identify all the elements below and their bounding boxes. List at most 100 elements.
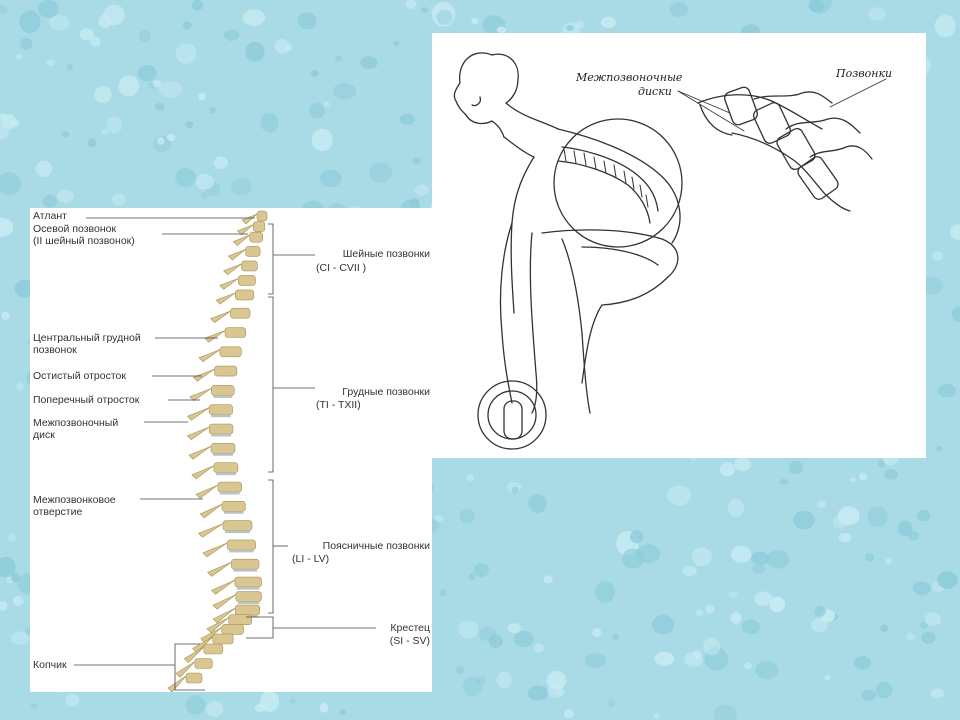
- water-drop: [630, 530, 644, 544]
- intervertebral-disc: [223, 511, 244, 514]
- vertebra-body: [208, 423, 234, 435]
- spinous-process: [189, 388, 212, 402]
- water-drop: [919, 622, 928, 630]
- water-drop: [849, 477, 857, 483]
- water-drop: [566, 25, 574, 31]
- water-drop: [704, 647, 729, 671]
- water-drop: [734, 457, 752, 472]
- spinous-process: [195, 484, 219, 499]
- water-drop: [57, 189, 74, 203]
- water-drop: [213, 156, 228, 169]
- water-drop: [600, 16, 616, 28]
- water-drop: [311, 69, 319, 77]
- vertebra-body: [221, 500, 246, 512]
- spinous-process: [188, 446, 212, 460]
- water-drop: [533, 643, 544, 653]
- water-drop: [751, 564, 766, 575]
- water-drop: [185, 695, 206, 715]
- water-drop: [46, 59, 56, 67]
- label-sacrum: Крестец: [390, 622, 430, 634]
- water-drop: [543, 575, 553, 584]
- spinous-process: [212, 607, 236, 624]
- water-drop: [183, 21, 192, 30]
- spine-illustration: [74, 210, 376, 692]
- vertebra-body: [253, 221, 266, 232]
- water-drop: [713, 704, 738, 720]
- water-drop: [906, 633, 916, 641]
- spinous-process: [204, 330, 226, 343]
- spinous-process: [236, 224, 254, 236]
- water-drop: [289, 698, 296, 704]
- water-drop: [741, 619, 761, 635]
- water-drop: [751, 551, 770, 566]
- water-drop: [274, 39, 290, 54]
- water-drop: [473, 563, 490, 578]
- intervertebral-disc: [236, 587, 260, 590]
- water-drop: [576, 20, 585, 29]
- water-drop: [118, 75, 139, 97]
- water-drop: [936, 445, 943, 451]
- water-drop: [861, 689, 877, 701]
- spinous-process: [202, 542, 228, 558]
- vertebra-body: [212, 633, 234, 645]
- water-drop: [334, 55, 343, 62]
- water-drop: [563, 709, 575, 719]
- water-drop: [360, 56, 378, 70]
- water-drop: [607, 699, 616, 708]
- water-drop: [8, 533, 17, 542]
- water-drop: [912, 581, 931, 596]
- water-drop: [195, 174, 214, 190]
- water-drop: [66, 63, 74, 71]
- water-drop: [166, 134, 176, 142]
- water-drop: [769, 596, 785, 613]
- vertebra-body: [224, 327, 247, 338]
- water-drop: [319, 703, 329, 713]
- water-drop: [311, 128, 333, 152]
- water-drop: [14, 279, 35, 298]
- water-drop: [837, 506, 860, 526]
- label-intervertebral-foramen: Межпозвонковое: [33, 494, 116, 506]
- water-drop: [309, 102, 326, 119]
- water-drop: [669, 2, 689, 17]
- water-drop: [65, 694, 80, 707]
- water-drop: [205, 701, 224, 717]
- water-drop: [79, 28, 94, 41]
- water-drop: [11, 572, 20, 583]
- label-coccyx: Копчик: [33, 659, 67, 671]
- weightlifter-illustration: [453, 52, 887, 450]
- water-drop: [755, 660, 779, 680]
- water-drop: [462, 676, 482, 698]
- intervertebral-disc: [211, 434, 231, 437]
- vertebra-body: [203, 643, 224, 655]
- water-drop: [471, 17, 479, 25]
- water-drop: [459, 509, 475, 524]
- spinous-process: [206, 617, 229, 634]
- vertebra-body: [221, 624, 244, 635]
- water-drop: [369, 162, 393, 183]
- label-central-thoracic-2: позвонок: [33, 344, 77, 356]
- vertebra-body: [217, 481, 242, 493]
- water-drop: [793, 510, 815, 530]
- water-drop: [0, 556, 16, 578]
- label-transverse-process: Поперечный отросток: [33, 394, 140, 406]
- water-drop: [808, 0, 825, 13]
- spinous-process: [223, 263, 242, 276]
- vertebra-body: [230, 307, 251, 319]
- water-drop: [612, 633, 619, 640]
- vertebra-body: [213, 462, 239, 473]
- water-drop: [788, 460, 804, 475]
- spinous-process: [212, 594, 236, 610]
- water-drop: [19, 10, 41, 34]
- water-drop: [38, 0, 59, 18]
- spinous-process: [227, 249, 246, 261]
- water-drop: [885, 558, 892, 565]
- water-drop: [61, 131, 70, 138]
- label-thoracic-range: (TI - TXII): [316, 399, 361, 411]
- water-drop: [667, 485, 691, 506]
- vertebra-body: [249, 231, 263, 243]
- water-drop: [297, 12, 317, 30]
- water-drop: [468, 573, 476, 581]
- water-drop: [592, 627, 602, 638]
- water-drop: [507, 623, 521, 634]
- water-drop: [458, 620, 479, 639]
